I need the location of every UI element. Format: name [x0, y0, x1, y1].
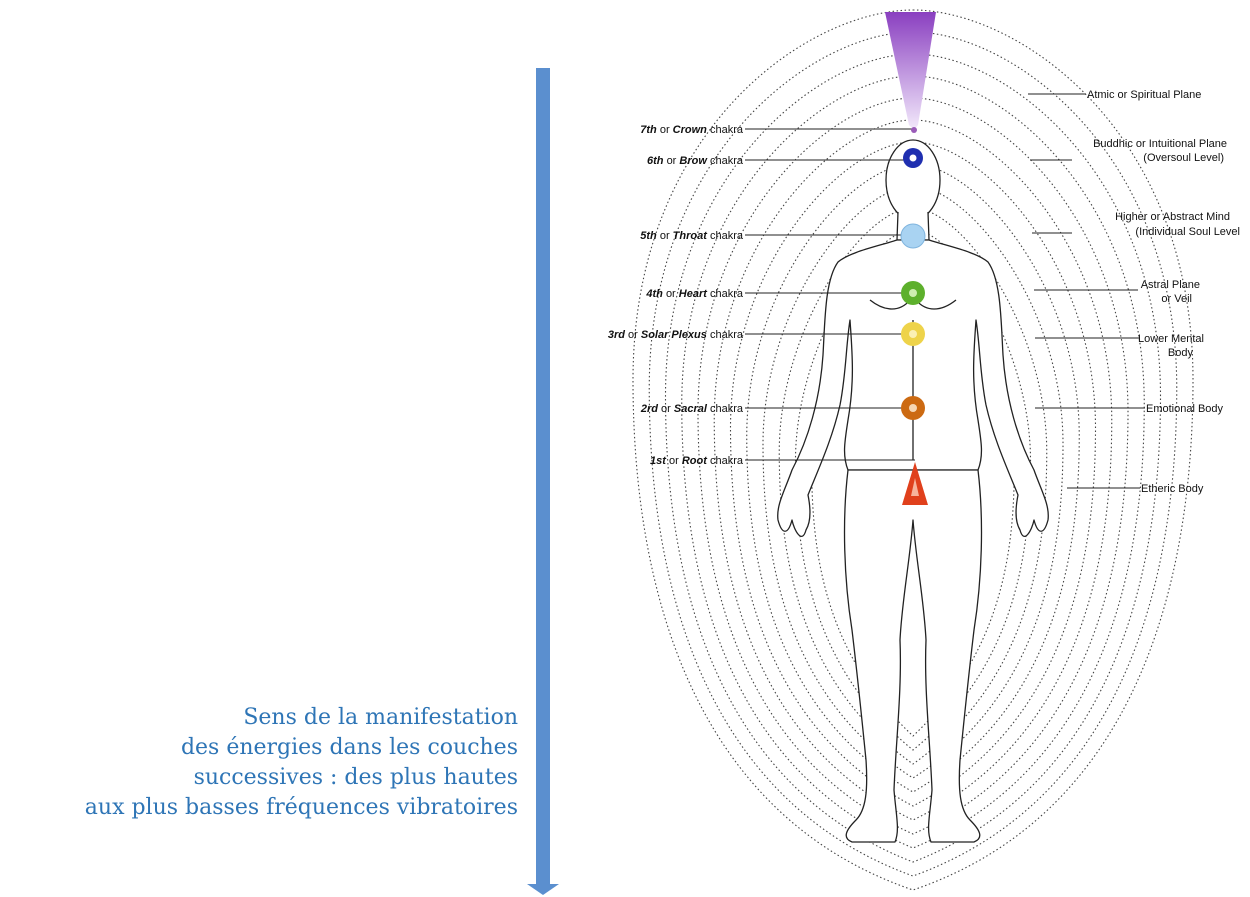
- caption-line: des énergies dans les couches: [0, 733, 518, 763]
- plane-label-astral: Astral Plane or Veil: [1034, 279, 1200, 305]
- chakra-label-text: 3rd or Solar Plexus chakra: [608, 329, 744, 341]
- legs: [845, 470, 982, 842]
- crown-light-ray: [885, 12, 936, 130]
- plane-label-text: (Oversoul Level): [1143, 152, 1224, 164]
- plane-label-text: Atmic or Spiritual Plane: [1087, 89, 1201, 101]
- plane-label-etheric: Etheric Body: [1067, 483, 1204, 495]
- sacral-chakra-center: [909, 404, 917, 412]
- plane-label-text: (Individual Soul Level: [1135, 226, 1240, 238]
- caption-line: successives : des plus hautes: [0, 763, 518, 793]
- plane-label-lower-mental: Lower Mental Body: [1035, 333, 1204, 359]
- chakra-label-brow: 6th or Brow chakra: [647, 155, 913, 167]
- arrow-shaft: [536, 68, 550, 888]
- plane-label-higher-mind: Higher or Abstract Mind (Individual Soul…: [1032, 211, 1240, 238]
- manifestation-caption: Sens de la manifestation des énergies da…: [0, 703, 518, 823]
- plane-label-text: Emotional Body: [1146, 403, 1224, 415]
- caption-line: Sens de la manifestation: [0, 703, 518, 733]
- plane-label-text: Astral Plane: [1141, 279, 1200, 291]
- chakra-label-text: 6th or Brow chakra: [647, 155, 744, 167]
- plane-label-buddhic: Buddhic or Intuitional Plane (Oversoul L…: [1030, 138, 1227, 164]
- crown-chakra-point: [911, 127, 917, 133]
- chakra-label-text: 2rd or Sacral chakra: [640, 403, 744, 415]
- plane-label-text: Buddhic or Intuitional Plane: [1093, 138, 1227, 150]
- heart-chakra-center: [909, 289, 917, 297]
- chakra-label-crown: 7th or Crown chakra: [640, 124, 913, 136]
- throat-chakra-point: [901, 224, 925, 248]
- brow-chakra-center: [910, 155, 917, 162]
- plane-label-text: Higher or Abstract Mind: [1115, 211, 1230, 223]
- plane-label-text: Etheric Body: [1141, 483, 1204, 495]
- plane-label-text: Body: [1168, 347, 1194, 359]
- plane-labels: Atmic or Spiritual Plane Buddhic or Intu…: [1028, 89, 1240, 495]
- down-arrow-icon: [527, 884, 559, 895]
- chakra-label-text: 4th or Heart chakra: [645, 288, 743, 300]
- plane-label-atmic: Atmic or Spiritual Plane: [1028, 89, 1201, 101]
- plane-label-emotional: Emotional Body: [1035, 403, 1224, 415]
- caption-line: aux plus basses fréquences vibratoires: [0, 793, 518, 823]
- chakra-label-text: 7th or Crown chakra: [640, 124, 744, 136]
- chakra-label-throat: 5th or Throat chakra: [640, 230, 913, 242]
- plane-label-text: Lower Mental: [1138, 333, 1204, 345]
- solar-plexus-chakra-center: [909, 330, 917, 338]
- chakra-label-text: 1st or Root chakra: [650, 455, 744, 467]
- plane-label-text: or Veil: [1161, 293, 1192, 305]
- aura-chakra-diagram: 7th or Crown chakra 6th or Brow chakra 5…: [580, 0, 1250, 897]
- chakra-label-text: 5th or Throat chakra: [640, 230, 744, 242]
